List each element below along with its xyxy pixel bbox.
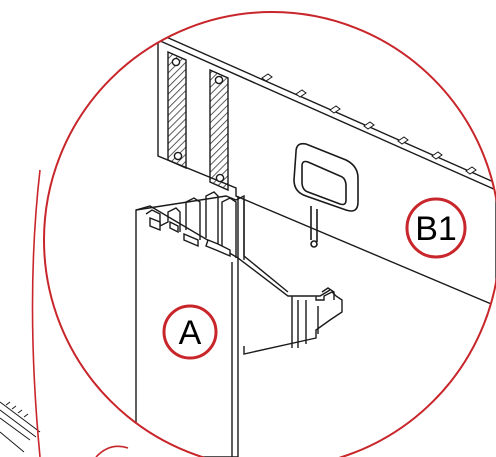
callout-circles xyxy=(43,11,496,457)
label-b1-marker: B1 xyxy=(405,197,467,259)
label-a-marker: A xyxy=(162,304,218,360)
secondary-callout-arc xyxy=(95,445,129,457)
sensor-box xyxy=(293,142,359,248)
label-b1-text: B1 xyxy=(415,210,457,248)
magnified-callout-circle xyxy=(43,11,496,457)
label-a-text: A xyxy=(179,314,202,352)
mounting-bracket-right xyxy=(209,68,229,192)
mounting-bracket-left xyxy=(167,50,187,170)
background-rail-lines xyxy=(0,169,41,457)
